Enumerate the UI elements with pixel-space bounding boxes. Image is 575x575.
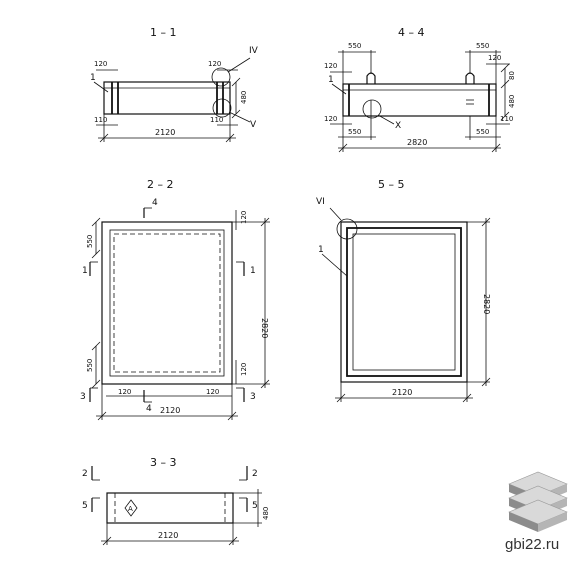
section-4-4: 4 – 4 X 1 550 550 120 120 120 [324, 26, 516, 153]
dim-120-bottom-right: 120 [206, 388, 219, 396]
dim-550-left-top: 550 [86, 235, 94, 248]
cut-3-right: 3 [250, 392, 256, 402]
dim-2120: 2120 [155, 128, 175, 137]
section-1-1: 1 – 1 IV V 1 120 110 120 110 480 [90, 26, 259, 143]
dim-550-bottom-left: 550 [348, 128, 361, 136]
dim-2120-s33: 2120 [158, 531, 178, 540]
section-3-3-title: 3 – 3 [150, 456, 177, 469]
mark-1-s55: 1 [318, 245, 324, 255]
dim-120-bottom-left: 120 [118, 388, 131, 396]
section-5-5-title: 5 – 5 [378, 178, 405, 191]
section-5-5: 5 – 5 VI 1 2820 2120 [316, 178, 491, 403]
dim-80: 80 [508, 71, 516, 80]
mark-a: A [128, 505, 133, 513]
cut-1-right: 1 [250, 266, 256, 276]
dim-110-left: 110 [94, 116, 107, 124]
section-2-2: 2 – 2 4 4 1 1 3 3 550 550 [80, 178, 270, 421]
dim-550-bottom-right: 550 [476, 128, 489, 136]
dim-2120-plan: 2120 [160, 406, 180, 415]
cut-5-right: 5 [252, 501, 258, 511]
section-1-1-title: 1 – 1 [150, 26, 177, 39]
dim-2820: 2820 [407, 138, 427, 147]
dim-120-s44-b: 120 [324, 115, 337, 123]
callout-x: X [395, 121, 401, 131]
cut-1-left: 1 [82, 266, 88, 276]
dim-480: 480 [240, 91, 248, 104]
callout-v: V [250, 120, 257, 130]
dim-550-top-right: 550 [476, 42, 489, 50]
cut-2-left: 2 [82, 469, 88, 479]
callout-iv: IV [249, 46, 259, 56]
dim-120-right-top: 120 [240, 211, 248, 224]
logo-icon [508, 471, 568, 532]
dim-120-s44-a: 120 [324, 62, 337, 70]
section-4-4-title: 4 – 4 [398, 26, 425, 39]
dim-2820-s55: 2820 [482, 294, 491, 314]
dim-550-top-left: 550 [348, 42, 361, 50]
callout-vi: VI [316, 197, 325, 207]
cut-4-bottom: 4 [146, 404, 152, 414]
cut-3-left: 3 [80, 392, 86, 402]
cut-4-top: 4 [152, 198, 158, 208]
cut-2-right: 2 [252, 469, 258, 479]
dim-2120-s55: 2120 [392, 388, 412, 397]
dim-2820-plan: 2820 [260, 318, 269, 338]
dim-550-left-bottom: 550 [86, 359, 94, 372]
section-2-2-title: 2 – 2 [147, 178, 174, 191]
dim-120-left: 120 [94, 60, 107, 68]
dim-110-s44: 110 [500, 115, 513, 123]
dim-480-s33: 480 [262, 507, 270, 520]
section-3-3: 3 – 3 A 2 2 5 5 480 2120 [82, 456, 270, 546]
dim-120-right: 120 [208, 60, 221, 68]
dim-120-right-bottom: 120 [240, 363, 248, 376]
mark-1: 1 [90, 73, 96, 83]
mark-1-s44: 1 [328, 75, 334, 85]
dim-480-s44: 480 [508, 95, 516, 108]
dim-120-s44-c: 120 [488, 54, 501, 62]
dim-110-right: 110 [210, 116, 223, 124]
watermark-text: gbi22.ru [505, 536, 560, 553]
cut-5-left: 5 [82, 501, 88, 511]
